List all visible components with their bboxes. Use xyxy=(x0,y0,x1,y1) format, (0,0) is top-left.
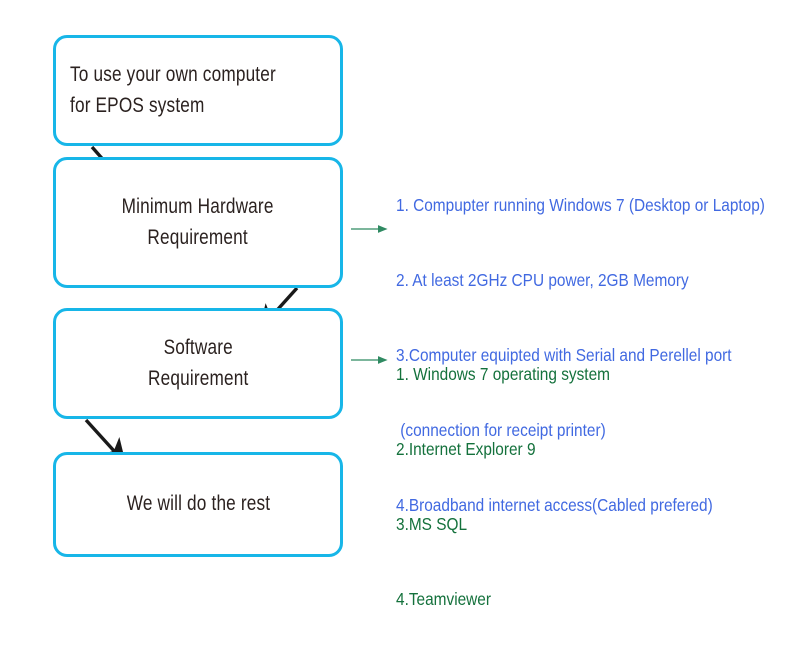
flow-node-software[interactable]: Software Requirement xyxy=(53,308,343,419)
flow-node-hardware[interactable]: Minimum Hardware Requirement xyxy=(53,157,343,288)
software-requirements-list: 1. Windows 7 operating system 2.Internet… xyxy=(396,312,610,662)
hardware-requirement-line: 4.Broadband internet access(Cabled prefe… xyxy=(396,495,713,515)
hardware-requirement-line: 3.Computer equipted with Serial and Pere… xyxy=(396,345,732,365)
hardware-requirement-line: 2. At least 2GHz CPU power, 2GB Memory xyxy=(396,270,689,290)
flowchart-canvas: To use your own computer for EPOS system… xyxy=(53,35,765,609)
flow-node-finish-label: We will do the rest xyxy=(126,492,270,516)
hardware-requirement-line: (connection for receipt printer) xyxy=(396,420,606,440)
software-requirement-line: 3.MS SQL xyxy=(396,514,468,534)
flow-node-start[interactable]: To use your own computer for EPOS system xyxy=(53,35,343,146)
flow-node-start-label: To use your own computer for EPOS system xyxy=(70,63,276,117)
flow-node-software-label: Software Requirement xyxy=(147,336,249,390)
software-requirement-line: 1. Windows 7 operating system xyxy=(396,364,610,384)
connector-software-to-finish xyxy=(84,418,126,465)
flow-node-hardware-label: Minimum Hardware Requirement xyxy=(122,195,274,249)
hardware-requirements-list: 1. Compupter running Windows 7 (Desktop … xyxy=(396,143,765,568)
hardware-requirement-line: 1. Compupter running Windows 7 (Desktop … xyxy=(396,195,765,215)
software-requirement-line: 2.Internet Explorer 9 xyxy=(396,439,536,459)
flow-node-finish[interactable]: We will do the rest xyxy=(53,452,343,557)
